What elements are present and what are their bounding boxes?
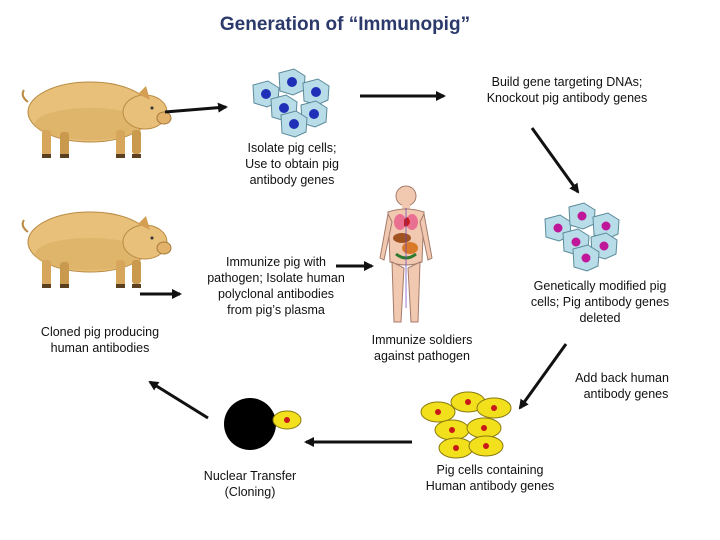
nucleus-icon (224, 398, 302, 450)
arrow (518, 343, 568, 410)
pig-icon (21, 211, 172, 289)
human-body-icon (379, 185, 433, 323)
cell-cluster-icon (420, 391, 512, 459)
diagram-title: Generation of “Immunopig” (219, 14, 471, 35)
cell-cluster-icon (252, 68, 330, 138)
pig-icon (21, 81, 172, 159)
arrow (148, 380, 209, 420)
arrow (530, 127, 580, 194)
label-nuclear-transfer: Nuclear Transfer(Cloning) (203, 469, 297, 499)
cell-cluster-icon (544, 202, 620, 272)
label-build-dna: Build gene targeting DNAs;Knockout pig a… (486, 75, 648, 105)
arrow (164, 102, 228, 114)
